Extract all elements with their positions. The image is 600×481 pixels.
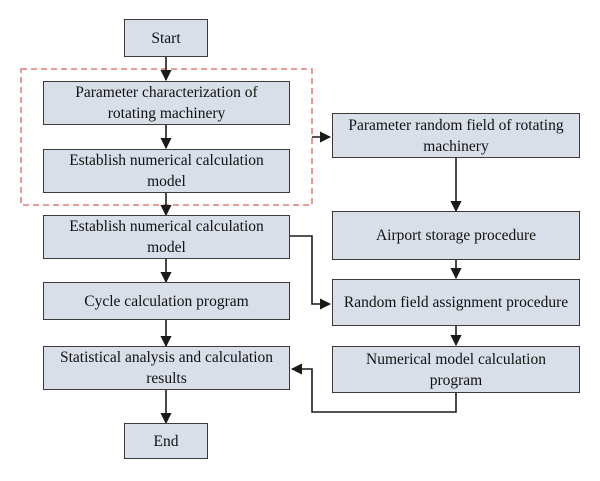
airport-storage-label: Airport storage procedure [375,227,537,244]
arrow-numerical-to-stat [290,363,457,413]
establish-model-box-2: Establish numerical calculation model [43,215,290,259]
random-assign-box: Random field assignment procedure [332,279,580,326]
cycle-calc-box: Cycle calculation program [43,282,290,320]
establish-model-label-2: Establish numerical calculation model [69,218,264,256]
param-char-box: Parameter characterization of rotating m… [43,81,290,125]
start-box: Start [124,19,208,57]
random-field-label: Parameter random field of rotating machi… [348,116,564,155]
end-label: End [153,432,179,450]
cycle-calc-label: Cycle calculation program [84,292,249,310]
param-char-label: Parameter characterization of rotating m… [75,84,258,122]
stat-analysis-box: Statistical analysis and calculation res… [43,346,290,390]
random-assign-label: Random field assignment procedure [343,294,569,311]
numerical-model-box: Numerical model calculation program [332,346,580,393]
random-field-box: Parameter random field of rotating machi… [332,113,580,158]
end-box: End [124,423,208,459]
establish-model-box-1: Establish numerical calculation model [43,149,290,193]
airport-storage-box: Airport storage procedure [332,211,580,260]
stat-analysis-label: Statistical analysis and calculation res… [59,349,274,387]
arrow-model2-to-assign [290,235,332,310]
numerical-model-label: Numerical model calculation program [366,350,546,389]
start-label: Start [151,29,181,47]
establish-model-label-1: Establish numerical calculation model [69,152,264,190]
